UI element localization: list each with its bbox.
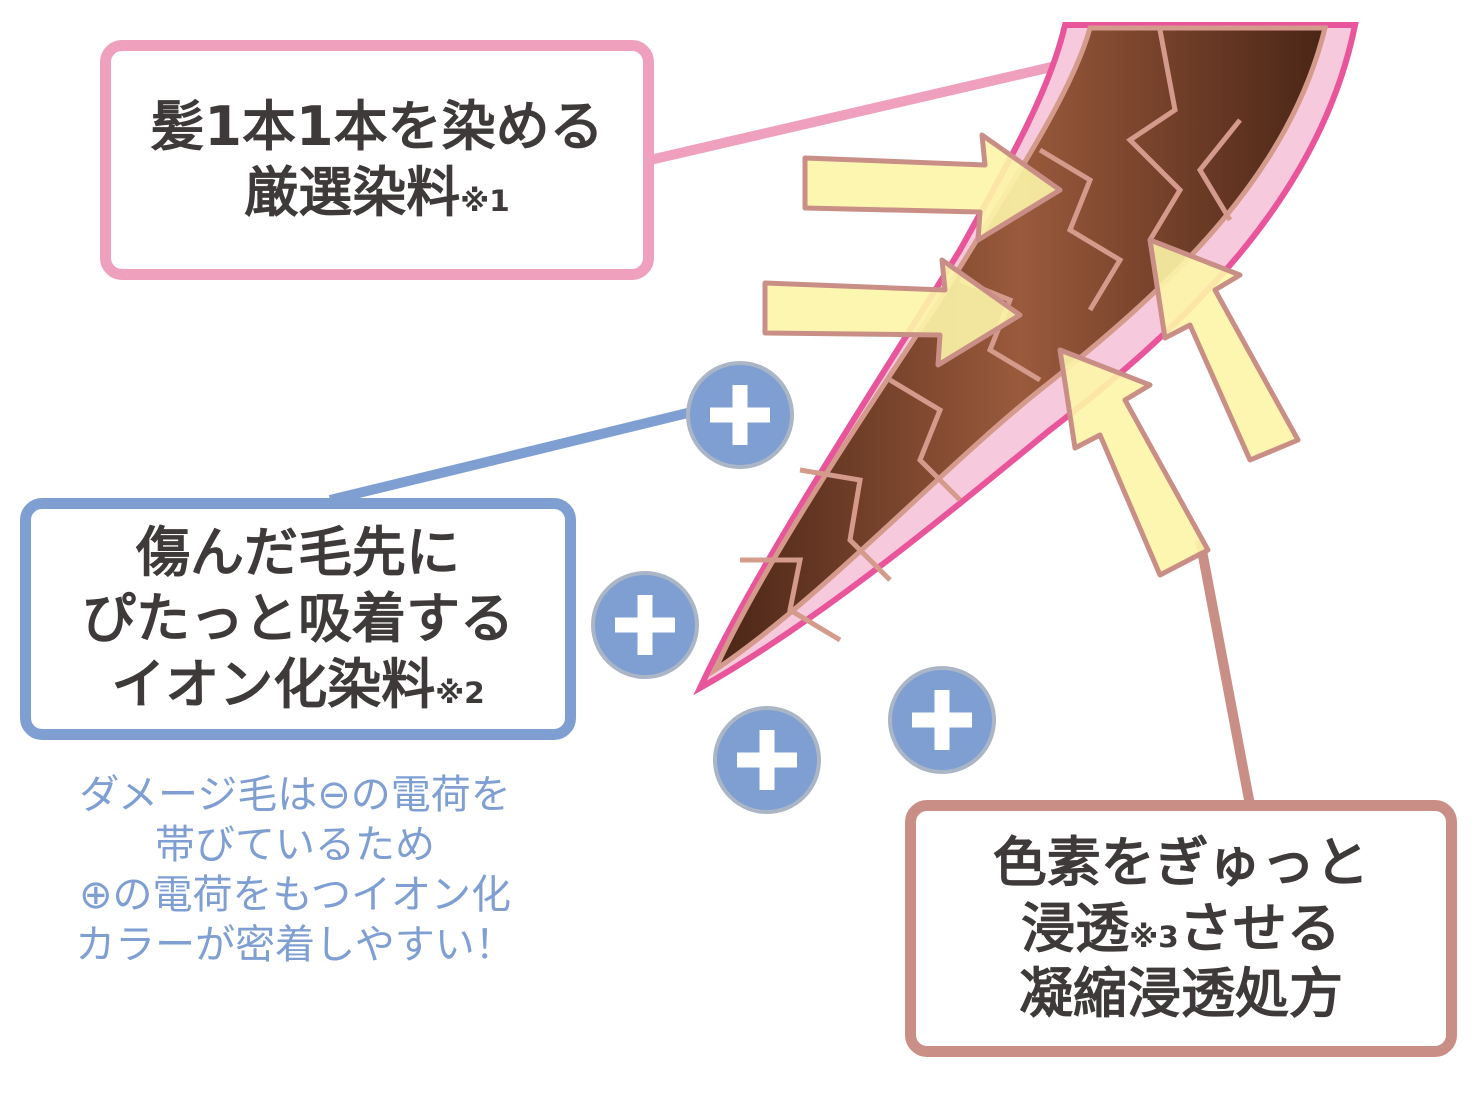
blue-connector (328, 405, 702, 505)
brown-connector (1195, 539, 1255, 806)
footnote-mark: ※3 (1129, 919, 1179, 955)
callout-line-with-note: 厳選染料※1 (244, 160, 510, 226)
callout-text: 厳選染料 (244, 161, 461, 224)
callout-selected-dye: 髪1本1本を染める 厳選染料※1 (100, 40, 654, 280)
callout-line: ぴたっと吸着する (82, 587, 514, 651)
plus-ions (591, 361, 996, 814)
explanation-text: ダメージ毛は⊖の電荷を 帯びているため ⊕の電荷をもつイオン化 カラーが密着しや… (30, 770, 560, 970)
explanation-line: カラーが密着しやすい！ (75, 922, 515, 968)
plus-ion-icon (591, 571, 699, 679)
callout-text: 浸透 (1021, 896, 1130, 960)
arrow-icon (1057, 347, 1211, 578)
plus-ion-icon (686, 361, 794, 469)
arrow-icon (802, 132, 1063, 243)
callout-line: 髪1本1本を染める (150, 95, 604, 159)
pink-connector (648, 60, 1062, 165)
callout-ionized-dye: 傷んだ毛先に ぴたっと吸着する イオン化染料※2 (20, 498, 576, 740)
arrow-icon (762, 257, 1023, 368)
callout-penetration-formula: 色素をぎゅっと 浸透※3させる 凝縮浸透処方 (905, 800, 1457, 1057)
explanation-line: ダメージ毛は⊖の電荷を (79, 772, 511, 818)
footnote-mark: ※1 (460, 184, 510, 219)
plus-ion-icon (888, 666, 996, 774)
hair-cracks (740, 29, 1242, 643)
plus-ion-icon (713, 706, 821, 814)
callout-line-with-note: イオン化染料※2 (111, 652, 485, 718)
callout-line: 色素をぎゅっと (992, 830, 1370, 894)
callout-text: イオン化染料 (111, 652, 436, 716)
explanation-line: ⊕の電荷をもつイオン化 (79, 872, 511, 918)
explanation-line: 帯びているため (155, 822, 435, 868)
callout-text: させる (1178, 896, 1341, 960)
callout-line-with-note: 浸透※3させる (1021, 896, 1341, 962)
arrow-icon (1147, 237, 1301, 463)
callout-line: 凝縮浸透処方 (1019, 962, 1343, 1026)
footnote-mark: ※2 (435, 675, 485, 711)
callout-line: 傷んだ毛先に (136, 521, 460, 585)
